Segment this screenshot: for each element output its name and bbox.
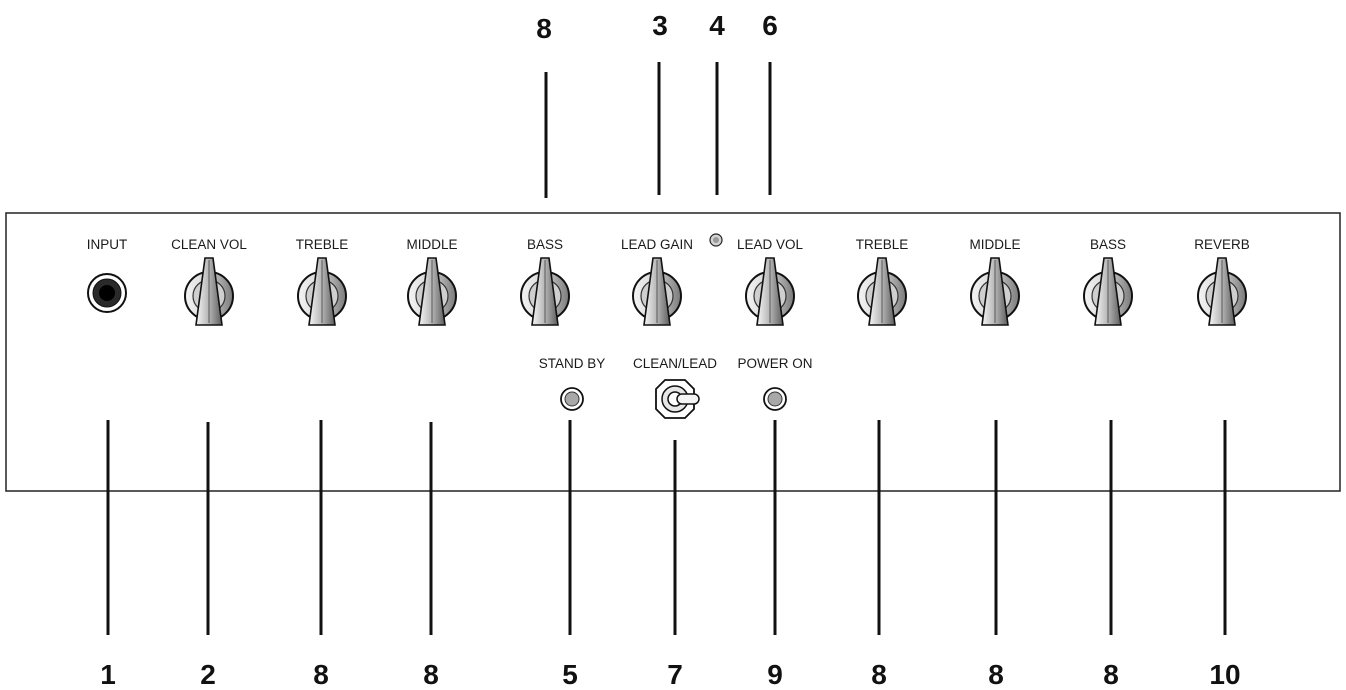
knob-label-reverb: REVERB [1194, 237, 1250, 252]
panel-outline [5, 212, 1341, 492]
knob-label-middle: MIDDLE [406, 237, 457, 252]
switch-label: CLEAN/LEAD [633, 356, 717, 371]
knob-label-treble-2: TREBLE [856, 237, 909, 252]
callout-number-bottom: 5 [562, 659, 578, 690]
callout-number-top: 8 [536, 13, 552, 44]
callout-number-bottom: 8 [1103, 659, 1119, 690]
power-indicator-icon[interactable] [763, 387, 787, 411]
callout-number-bottom: 9 [767, 659, 783, 690]
power-label: POWER ON [737, 356, 812, 371]
standby-indicator-icon[interactable] [560, 387, 584, 411]
knob-label-lead-vol: LEAD VOL [737, 237, 804, 252]
callout-number-bottom: 1 [100, 659, 116, 690]
clean-lead-toggle-switch[interactable] [655, 379, 700, 419]
input-label: INPUT [87, 237, 128, 252]
callout-number-top: 4 [709, 10, 725, 41]
callout-number-bottom: 10 [1209, 659, 1240, 690]
callout-number-bottom: 7 [667, 659, 683, 690]
knob-label-clean-vol: CLEAN VOL [171, 237, 247, 252]
knob-label-bass: BASS [527, 237, 563, 252]
knob-label-lead-gain: LEAD GAIN [621, 237, 693, 252]
lead-led-icon [709, 233, 723, 247]
callout-number-bottom: 2 [200, 659, 216, 690]
callout-number-top: 3 [652, 10, 668, 41]
knob-label-treble: TREBLE [296, 237, 349, 252]
callout-number-bottom: 8 [313, 659, 329, 690]
knob-label-bass-2: BASS [1090, 237, 1126, 252]
callout-number-bottom: 8 [871, 659, 887, 690]
input-jack-icon[interactable] [87, 273, 127, 313]
callout-number-bottom: 8 [423, 659, 439, 690]
callout-number-bottom: 8 [988, 659, 1004, 690]
callout-number-top: 6 [762, 10, 778, 41]
knob-label-middle-2: MIDDLE [969, 237, 1020, 252]
standby-label: STAND BY [539, 356, 606, 371]
